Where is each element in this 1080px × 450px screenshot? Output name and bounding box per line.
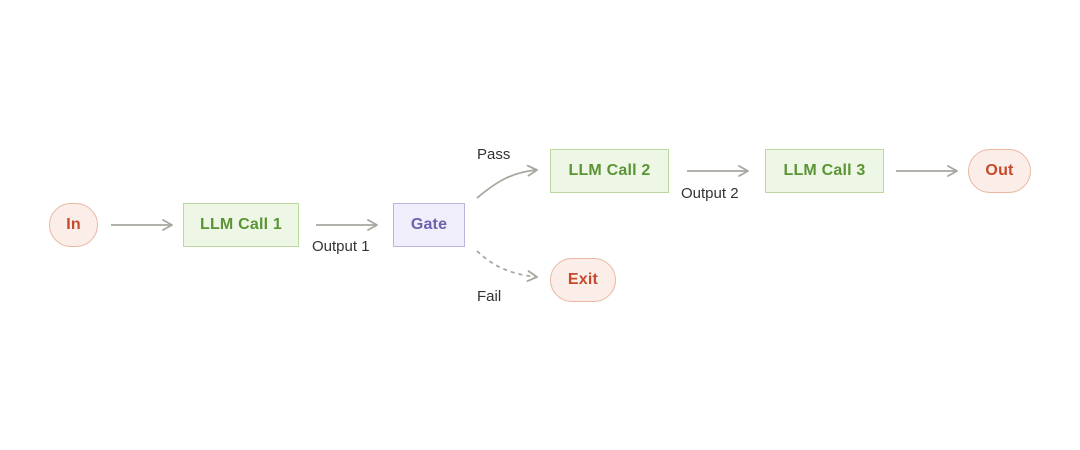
llm-call-1-node: LLM Call 1 [183, 203, 299, 247]
out-node: Out [968, 149, 1031, 193]
gate-node: Gate [393, 203, 465, 247]
pass-label: Pass [477, 146, 511, 163]
llm-call-2-node: LLM Call 2 [550, 149, 669, 193]
output-1-label: Output 1 [312, 238, 370, 255]
exit-node: Exit [550, 258, 616, 302]
arrow-gate-fail-to-exit [476, 250, 538, 282]
arrow-gate-pass-to-llm2 [476, 164, 538, 199]
in-node: In [49, 203, 98, 247]
output-2-label: Output 2 [681, 185, 739, 202]
llm-call-3-node: LLM Call 3 [765, 149, 884, 193]
fail-label: Fail [477, 288, 502, 305]
